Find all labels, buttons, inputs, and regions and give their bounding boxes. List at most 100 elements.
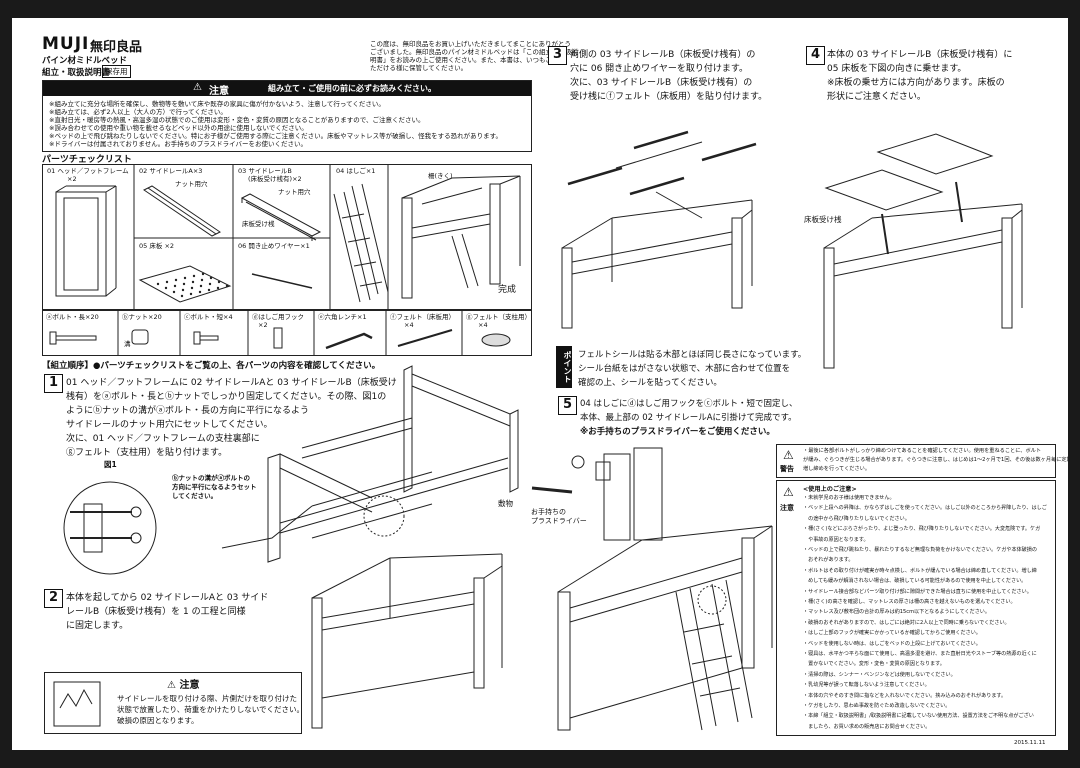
board-hole	[208, 282, 212, 286]
step4-line: 形状にご注意ください。	[827, 92, 926, 102]
intro-line: 明書」をお読みの上ご使用ください。また、本書は、いつもご覧い	[370, 56, 565, 64]
doc-date: 2015.11.11	[1014, 740, 1046, 746]
hardware-grid	[42, 310, 532, 356]
board-hole	[189, 292, 193, 296]
hw-g: ⓖフェルト（支柱用）	[466, 313, 531, 321]
groove-note: してください。	[172, 492, 218, 500]
notice-line: ・清掃の際は、シンナー・ベンジンなどは使用しないでください。	[803, 671, 956, 678]
caution2-line: 状態で放置したり、荷重をかけたりしないでください。	[117, 705, 304, 714]
complete-label: 完成	[498, 285, 517, 295]
caution2-line: 破損の原因となります。	[117, 716, 199, 725]
notice-line: ・はしご上部のフックが確実にかかっているか確認してからご使用ください。	[803, 630, 981, 637]
caution-banner: ⚠ 注意 組み立て・ご使用の前に必ずお読みください。	[43, 81, 531, 97]
warning-line: ・最後に各部ボルトがしっかり締めつけてあることを確認してください。使用を重ねるこ…	[803, 448, 1042, 454]
notice-line: ・ケガをしたり、思わぬ事故を防ぐため改造しないでください。	[803, 703, 951, 709]
step5-line: 本体、最上部の 02 サイドレールAに引掛けて完成です。	[580, 413, 797, 423]
warning-box: ⚠ 警告 ・最後に各部ボルトがしっかり締めつけてあることを確認してください。使用…	[776, 444, 1068, 478]
intro-line: この度は、無印良品をお買い上げいただきましてまことにありがとう	[370, 40, 571, 48]
part-sub-03: (床板受け桟有)×2	[248, 175, 302, 183]
board-hole	[190, 286, 194, 290]
step-5-number: 5	[558, 396, 577, 415]
hw-f-qty: ×4	[404, 321, 414, 329]
notice-label: 注意	[780, 504, 794, 512]
hw-b: ⓑナット×20	[122, 313, 162, 321]
brand-kanji: 無印良品	[90, 40, 143, 55]
nut-hole-label: ナット用穴	[175, 180, 208, 188]
notice-line: ・柵(さく)などにぶらさがったり、よじ登ったり、飛び降りたりしないでください。大…	[803, 526, 1041, 533]
fig1-drawing	[63, 481, 157, 575]
part-label-04: 04 はしご×1	[336, 167, 376, 175]
part-qty-01: ×2	[67, 175, 77, 183]
doc-title: 組立・取扱説明書	[42, 68, 111, 78]
board-hole	[216, 286, 220, 290]
warning-line: が緩み、ぐらつきが生じる場合があります。ぐらつきに注意し、はじめは1〜2ヶ月で1…	[803, 457, 1068, 463]
hw-d-qty: ×2	[258, 321, 268, 329]
board-hole	[192, 274, 196, 278]
parts-grid	[42, 164, 532, 310]
step3-line: 穴に 06 開き止めワイヤーを取り付けます。	[570, 64, 749, 74]
notice-line: ・サイドレール接合部などパーツ取り付け部に隙間ができた場合は直ちに使用を中止して…	[803, 588, 1032, 595]
part-label-03: 03 サイドレールB	[238, 167, 292, 175]
step5-line: 04 はしごにⓓはしご用フックをⓒボルト・短で固定し、	[580, 399, 798, 409]
notice-line: ・本体の穴やそのすき間に指などを入れないでください。挟み込みのおそれがあります。	[803, 692, 1007, 699]
notice-line: めしても緩みが解消されない場合は、破損している可能性があるので使用を中止してくだ…	[803, 578, 1027, 585]
board-hole	[209, 276, 213, 280]
side-rail-b-drawing	[240, 193, 322, 241]
board-hole	[164, 286, 168, 290]
notice-line: ・マットレス及び敷布団の合計の厚みは約15cm以下となるようにしてください。	[803, 609, 990, 616]
driver-label: お手持ちの	[531, 508, 566, 516]
hw-g-qty: ×4	[478, 321, 488, 329]
part-label-01: 01 ヘッド／フットフレーム	[47, 167, 129, 175]
product-name: パイン材ミドルベッド	[42, 56, 128, 66]
board-hole	[182, 282, 186, 286]
notice-line: おそれがあります。	[803, 557, 854, 564]
notice-line: ・ベッドを使用しない時は、はしごをベッドの上段に上げておいてください。	[803, 640, 981, 647]
hw-d: ⓓはしご用フック	[252, 313, 304, 321]
step5-line: ※お手持ちのプラスドライバーをご使用ください。	[580, 427, 775, 437]
caution-box: ⚠ 注意 組み立て・ご使用の前に必ずお読みください。 ※組み立てに充分な場所を確…	[42, 80, 532, 152]
board-hole	[180, 294, 184, 298]
instruction-sheet: MUJI 無印良品 パイン材ミドルベッド 組立・取扱説明書 保存用 この度は、無…	[12, 18, 1068, 750]
floor-board-holes	[156, 272, 229, 298]
point-line: フェルトシールは貼る木部とほぼ同じ長さになっています。	[578, 350, 807, 360]
notice-line: ・ベッド上段への昇降は、かならずはしごを使ってください。はしご以外のところから昇…	[803, 505, 1047, 512]
step1-line: 次に、01 ヘッド／フットフレームの支柱裏部に	[66, 434, 260, 444]
board-hole	[156, 282, 160, 286]
step-2-number: 2	[44, 589, 63, 608]
step-1-number: 1	[44, 374, 63, 393]
hw-c: ⓒボルト・短×4	[184, 313, 233, 321]
step3-line: 両側の 03 サイドレールB（床板受け桟有）の	[570, 50, 756, 60]
notice-line: ・寝具は、水平かつ平らな面にて使用し、高温多湿を避け、また直射日光やストーブ等の…	[803, 651, 1037, 657]
notice-line: ・本締「組立・取扱説明書」/取扱説明書に記載していない使用方法、設置方法をご不明…	[803, 713, 1034, 720]
notice-line: ・未就学児のお子様は使用できません。	[803, 495, 895, 501]
hardware-icons	[49, 327, 511, 350]
caution-line: ※組み立ては、必ず2人以上（大人の方）で行ってください。	[49, 108, 227, 116]
completed-bed-drawing	[401, 175, 521, 299]
step5-assembly-drawing	[557, 525, 773, 731]
keep-tag: 保存用	[102, 65, 131, 78]
parts-heading: パーツチェックリスト	[42, 155, 132, 165]
step4-line: ※床板の乗せ方には方向があります。床板の	[827, 78, 1005, 88]
warning-triangle-icon: ⚠	[167, 680, 176, 691]
notice-line: ・破損のおそれがありますので、はしごには絶対に2人以上で同時に乗らないでください…	[803, 619, 1010, 626]
caution-line: ※組み立てに充分な場所を確保し、敷物等を敷いて床や既存の家具に傷が付かないよう、…	[49, 100, 385, 108]
step1-line: ようにⓑナットの溝がⓐボルト・長の方向に平行になるよう	[66, 406, 310, 416]
step1-line: 桟有）をⓐボルト・長とⓑナットでしっかり固定してください。その際、図1の	[66, 392, 387, 402]
notice-line: ・柵(さく)の高さを確認し、マットレスの厚さは柵の高さを越えないものを選んでくだ…	[803, 599, 1016, 605]
nut-hole-label-2: ナット用穴	[278, 188, 311, 196]
board-hole	[191, 280, 195, 284]
side-rail-a-drawing	[143, 185, 221, 237]
board-hole	[165, 280, 169, 284]
part-label-02: 02 サイドレールA×3	[139, 167, 203, 175]
notice-heading: <使用上のご注意>	[803, 486, 857, 493]
step2-assembly-drawing	[311, 553, 503, 729]
step3-line: 受け桟にⓕフェルト（床板用）を貼り付けます。	[570, 92, 768, 102]
step4-line: 05 床板を下図の向きに乗せます。	[827, 64, 967, 74]
caution-subtitle: 組み立て・ご使用の前に必ずお読みください。	[268, 84, 436, 93]
fence-label: 柵(きく)	[428, 172, 453, 180]
board-hole	[207, 288, 211, 292]
notice-line: 置かないでください。変形・変色・変質の原因となります。	[803, 661, 945, 668]
step1-line: ⓖフェルト（支柱用）を貼り付けます。	[66, 448, 228, 458]
caution-title: 注意	[209, 86, 229, 97]
parts-grid-lines	[117, 164, 463, 356]
